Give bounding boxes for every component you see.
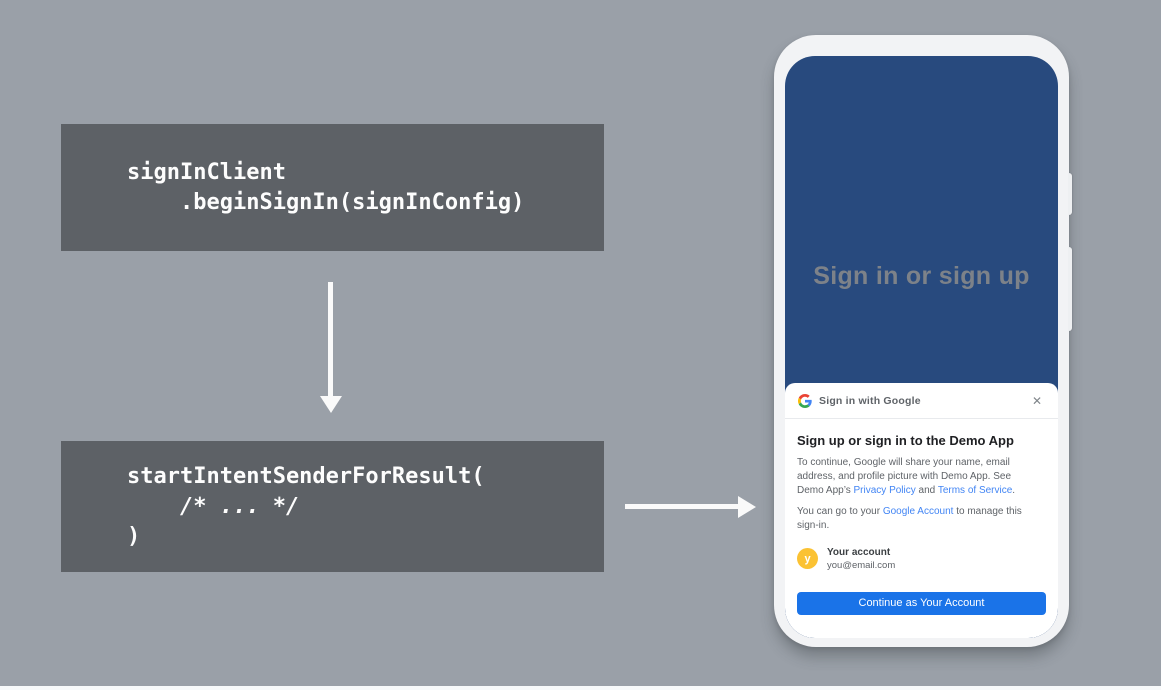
sheet-heading: Sign up or sign in to the Demo App xyxy=(797,433,1014,448)
code-line: .beginSignIn(signInConfig) xyxy=(127,189,525,215)
code-block-start-intent-sender: startIntentSenderForResult( /* ... */ ) xyxy=(61,441,604,572)
sheet-body: Sign up or sign in to the Demo App To co… xyxy=(785,433,1058,615)
manage-text: You can go to your xyxy=(797,506,883,518)
arrow-down-stem xyxy=(328,282,333,399)
account-email: you@email.com xyxy=(827,559,896,571)
screen-title: Sign in or sign up xyxy=(813,262,1030,290)
account-row[interactable]: y Your account you@email.com xyxy=(797,547,1046,571)
account-name: Your account xyxy=(827,546,891,558)
phone-side-button-power xyxy=(1068,247,1072,331)
phone-mockup: Sign in or sign up Sign in with Google ✕… xyxy=(774,35,1072,647)
account-info: Your account you@email.com xyxy=(827,547,895,571)
manage-paragraph: You can go to your Google Account to man… xyxy=(797,505,1031,533)
phone-side-button-volume xyxy=(1068,173,1072,215)
code-line: ) xyxy=(127,523,141,549)
code-line: /* ... */ xyxy=(127,493,300,519)
arrow-right-stem xyxy=(625,504,743,509)
google-sign-in-sheet: Sign in with Google ✕ Sign up or sign in… xyxy=(785,383,1058,638)
consent-text: To continue, Google will share your name… xyxy=(797,457,1012,496)
code-line: startIntentSenderForResult( xyxy=(127,463,485,489)
arrow-right-icon xyxy=(625,494,756,520)
code-block-begin-sign-in: signInClient .beginSignIn(signInConfig) xyxy=(61,124,604,251)
bottom-strip xyxy=(0,686,1161,690)
account-avatar: y xyxy=(797,548,818,570)
arrow-down-icon xyxy=(318,282,344,413)
code-line: signInClient xyxy=(127,159,286,185)
arrow-down-head xyxy=(320,396,342,413)
close-icon[interactable]: ✕ xyxy=(1031,393,1042,408)
google-logo-icon xyxy=(798,393,812,408)
arrow-right-head xyxy=(738,496,756,518)
privacy-policy-link[interactable]: Privacy Policy xyxy=(853,484,916,496)
continue-button[interactable]: Continue as Your Account xyxy=(797,591,1046,615)
sheet-header-title: Sign in with Google xyxy=(819,394,921,407)
consent-text: . xyxy=(1012,484,1016,496)
consent-paragraph: To continue, Google will share your name… xyxy=(797,456,1031,497)
google-account-link[interactable]: Google Account xyxy=(882,506,954,518)
sheet-header: Sign in with Google ✕ xyxy=(785,383,1058,419)
consent-text: and xyxy=(915,484,938,496)
manage-text: to manage this sign-in. xyxy=(797,506,1022,532)
phone-screen: Sign in or sign up Sign in with Google ✕… xyxy=(785,56,1058,638)
terms-of-service-link[interactable]: Terms of Service xyxy=(937,484,1013,496)
